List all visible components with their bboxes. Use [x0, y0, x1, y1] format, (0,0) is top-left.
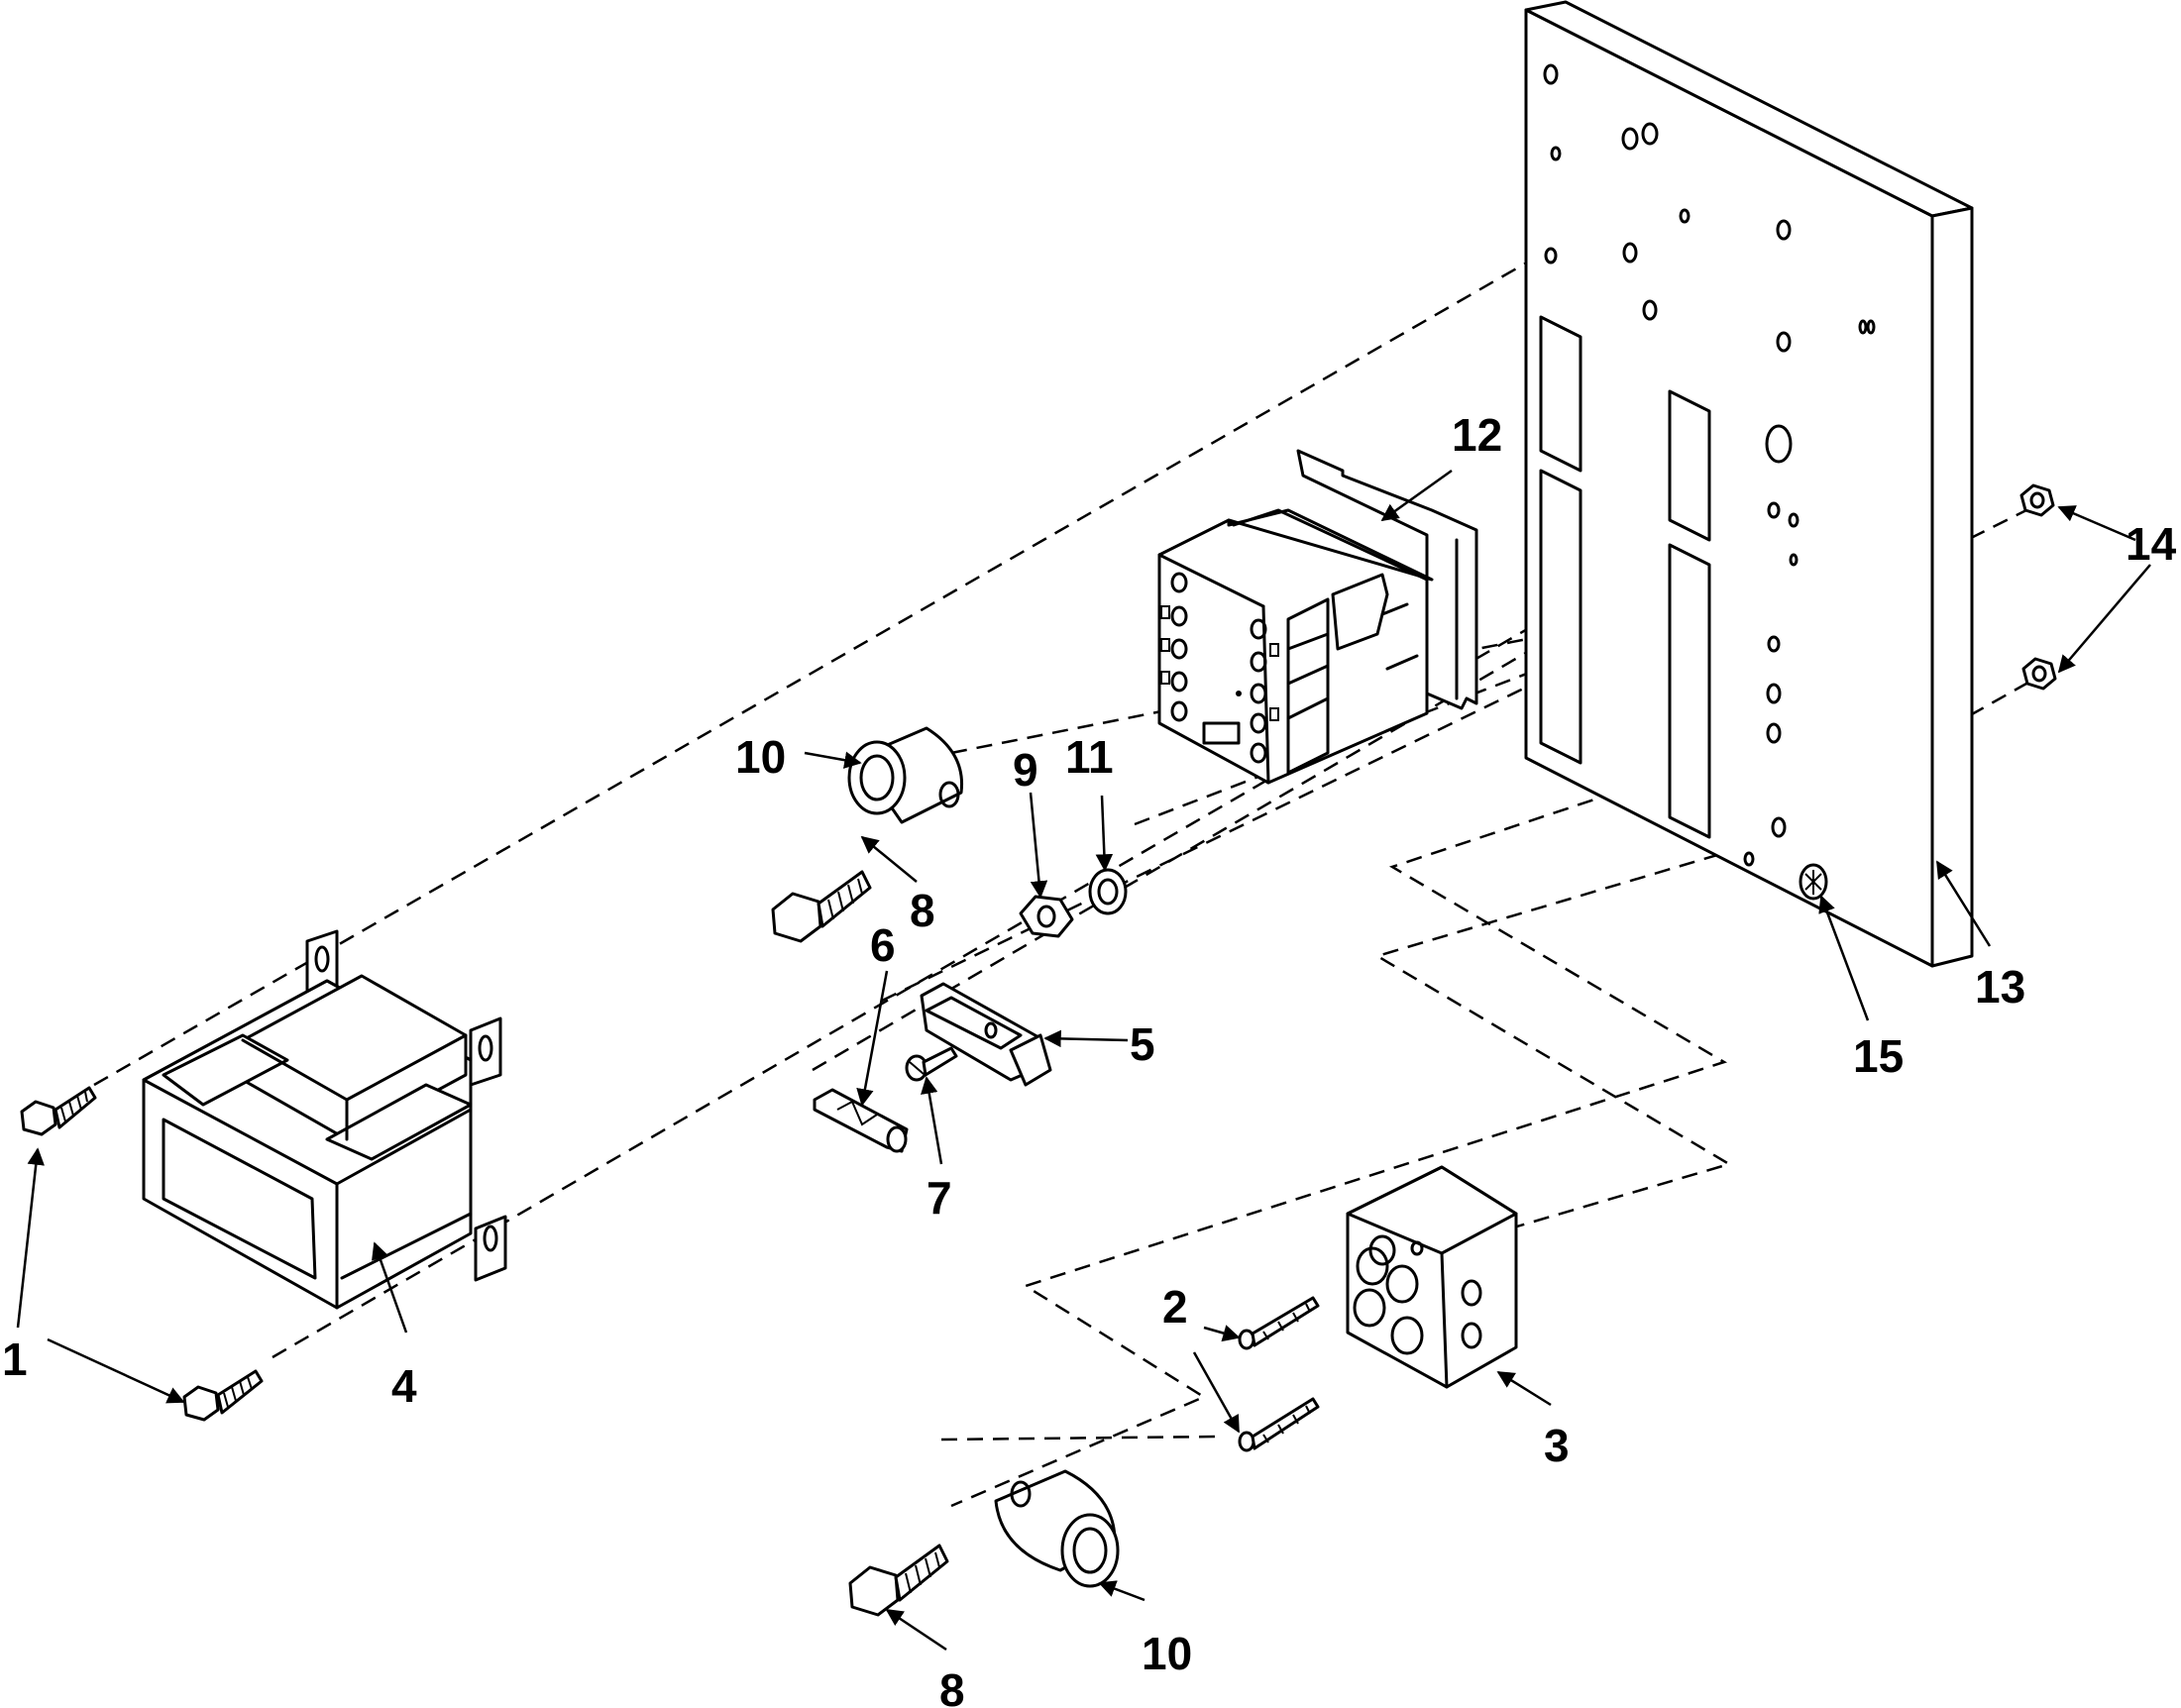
screw-8-upper	[771, 870, 872, 943]
callout-12: 12	[1452, 409, 1502, 461]
callout-15: 15	[1853, 1030, 1904, 1082]
screw-2-upper	[1238, 1296, 1320, 1350]
callout-4: 4	[391, 1360, 417, 1412]
ground-screw-icon	[1799, 863, 1828, 901]
cable-clamp-lower	[994, 1469, 1120, 1588]
screw-2-lower	[1238, 1397, 1320, 1452]
callout-8-lower: 8	[939, 1664, 965, 1708]
callout-11: 11	[1065, 731, 1114, 783]
callout-13: 13	[1975, 961, 2025, 1013]
nut-14-lower	[2021, 657, 2057, 691]
callout-9: 9	[1013, 744, 1038, 796]
callout-1: 1	[2, 1334, 28, 1385]
callout-14: 14	[2126, 518, 2177, 570]
transformer	[142, 929, 507, 1310]
cable-clamp-upper	[847, 726, 964, 824]
callout-8-upper: 8	[910, 885, 935, 936]
callout-3: 3	[1544, 1420, 1570, 1471]
callout-10-lower: 10	[1142, 1628, 1192, 1679]
leader-lines	[16, 469, 2151, 1652]
contactor-relay	[1157, 449, 1478, 785]
callout-5: 5	[1130, 1018, 1155, 1070]
nut-14-upper	[2019, 483, 2055, 517]
callout-2: 2	[1162, 1281, 1188, 1333]
screw-1-lower	[182, 1369, 264, 1422]
fuse-holder	[920, 982, 1052, 1087]
callout-labels: 1 2 3 4 5 6 7 8 8 9 10 10 11 12 13 14 15	[2, 409, 2177, 1708]
screw-7	[905, 1046, 958, 1082]
mounting-panel	[1524, 0, 1974, 968]
washer	[1088, 868, 1128, 915]
screw-1-upper	[20, 1086, 97, 1136]
terminal-block	[1346, 1165, 1518, 1389]
screw-8-lower	[848, 1544, 949, 1617]
callout-10-upper: 10	[735, 731, 786, 783]
fuse	[813, 1088, 909, 1153]
callout-7: 7	[927, 1172, 952, 1224]
callout-6: 6	[870, 919, 896, 971]
